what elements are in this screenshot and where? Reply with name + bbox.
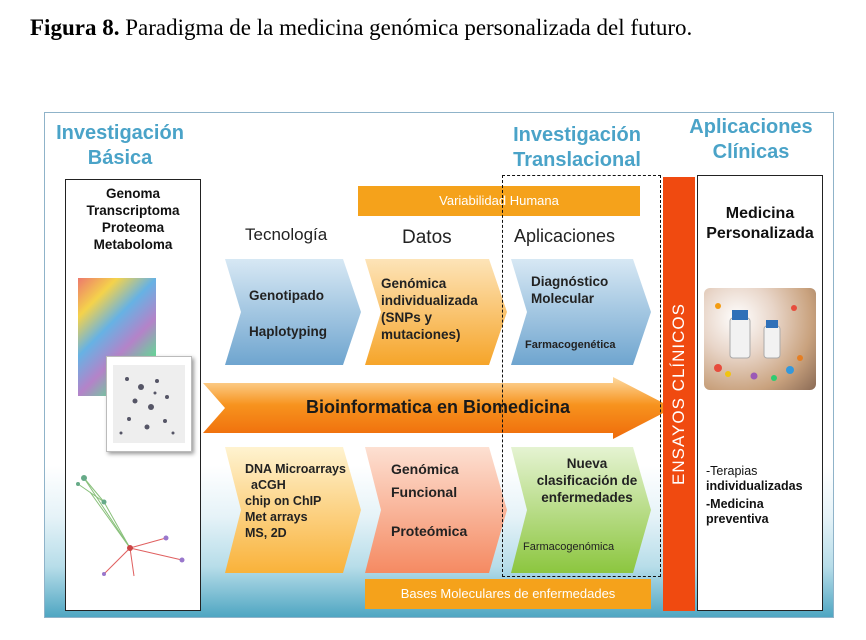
bases-moleculares-bar: Bases Moleculares de enfermedades xyxy=(365,579,651,609)
datos-top-line1: Genómica xyxy=(381,276,447,291)
bioinformatica-label: Bioinformatica en Biomedicina xyxy=(305,397,571,417)
omics-box: Genoma Transcriptoma Proteoma Metaboloma xyxy=(65,179,201,611)
chevron-tecnologia-top: Genotipado Haplotyping xyxy=(225,259,361,365)
apl-molecular: Molecular xyxy=(531,291,595,306)
tec-dna-microarrays: DNA Microarrays xyxy=(245,462,346,476)
chevron-datos-bottom: Genómica Funcional Proteómica xyxy=(365,447,507,573)
datos-funcional-label: Funcional xyxy=(391,484,458,500)
pers-medicina-line2: preventiva xyxy=(706,512,769,526)
apl-bottom-line2: clasificación de xyxy=(536,473,638,488)
header-investigacion-basica: Investigación Básica xyxy=(45,121,195,171)
network-graph-image xyxy=(70,462,198,582)
header-translacional-line2: Translacional xyxy=(513,149,641,171)
variabilidad-humana-bar: Variabilidad Humana xyxy=(358,186,640,216)
header-clinicas-line1: Aplicaciones xyxy=(689,116,813,138)
omics-genoma: Genoma xyxy=(105,186,160,201)
datos-top-line2: individualizada xyxy=(381,293,478,308)
datos-genomica-label: Genómica xyxy=(391,461,459,477)
header-translacional-line1: Investigación xyxy=(513,124,641,146)
tec-bottom-list: DNA Microarrays aCGH chip on ChIP Met ar… xyxy=(245,461,346,541)
column-tecnologia: Tecnología xyxy=(245,225,328,244)
pers-terapias-line2: individualizadas xyxy=(706,479,803,493)
bioinformatica-arrow: Bioinformatica en Biomedicina xyxy=(203,377,673,439)
pers-terapias-line1: -Terapias xyxy=(706,464,758,478)
apl-bottom-line1: Nueva xyxy=(566,456,608,471)
header-basica-line2: Básica xyxy=(87,147,153,169)
omics-metaboloma: Metaboloma xyxy=(93,237,173,252)
figure-label: Figura 8. xyxy=(30,15,120,40)
datos-top-line3: (SNPs y xyxy=(381,310,433,325)
chevron-aplicaciones-bottom: Nueva clasificación de enfermedades Farm… xyxy=(511,447,651,573)
apl-farmacogenomica: Farmacogenómica xyxy=(523,541,615,553)
datos-proteomica-label: Proteómica xyxy=(391,523,468,539)
chevron-tecnologia-bottom: DNA Microarrays aCGH chip on ChIP Met ar… xyxy=(225,447,361,573)
apl-diagnostico: Diagnóstico xyxy=(531,274,609,289)
figure-caption: Figura 8. Paradigma de la medicina genóm… xyxy=(30,12,830,43)
header-basica-line1: Investigación xyxy=(56,122,184,144)
column-aplicaciones: Aplicaciones xyxy=(514,226,616,246)
ensayos-clinicos-bar: ENSAYOS CLÍNICOS xyxy=(663,177,695,611)
tec-ms-2d: MS, 2D xyxy=(245,526,287,540)
ensayos-clinicos-label: ENSAYOS CLÍNICOS xyxy=(669,303,688,485)
chevron-datos-top: Genómica individualizada (SNPs y mutacio… xyxy=(365,259,507,365)
tec-acgh: aCGH xyxy=(251,478,286,492)
header-clinicas-line2: Clínicas xyxy=(712,141,790,163)
personalizada-line1: Medicina xyxy=(725,205,795,222)
omics-transcriptoma: Transcriptoma xyxy=(86,203,180,218)
chevron-aplicaciones-top: Diagnóstico Molecular Farmacogenética xyxy=(511,259,651,365)
apl-bottom-line3: enfermedades xyxy=(541,490,633,505)
datos-top-line4: mutaciones) xyxy=(381,327,461,342)
tec-genotipado: Genotipado xyxy=(249,288,324,303)
pills-image xyxy=(704,288,816,390)
header-aplicaciones-clinicas: Aplicaciones Clínicas xyxy=(671,115,831,165)
header-investigacion-translacional: Investigación Translacional xyxy=(497,123,657,173)
omics-list: Genoma Transcriptoma Proteoma Metaboloma xyxy=(66,185,200,253)
omics-proteoma: Proteoma xyxy=(101,220,165,235)
translacional-dashed-box xyxy=(502,175,661,577)
diagram-frame: Investigación Básica Investigación Trans… xyxy=(44,112,834,618)
tec-chip-on-chip: chip on ChIP xyxy=(245,494,322,508)
figure-caption-text: Paradigma de la medicina genómica person… xyxy=(119,15,693,40)
personalizada-line2: Personalizada xyxy=(706,225,814,242)
tec-met-arrays: Met arrays xyxy=(245,510,308,524)
medicina-personalizada-title: Medicina Personalizada xyxy=(698,204,822,244)
datos-genomica-individualizada: Genómica individualizada (SNPs y mutacio… xyxy=(381,275,478,343)
tec-haplotyping: Haplotyping xyxy=(249,324,327,339)
pers-medicina-line1: -Medicina xyxy=(706,497,764,511)
column-datos: Datos xyxy=(402,227,452,248)
apl-nueva-clasificacion: Nueva clasificación de enfermedades xyxy=(525,455,649,506)
gel-image xyxy=(106,356,192,452)
apl-farmacogenetica: Farmacogenética xyxy=(525,339,616,351)
